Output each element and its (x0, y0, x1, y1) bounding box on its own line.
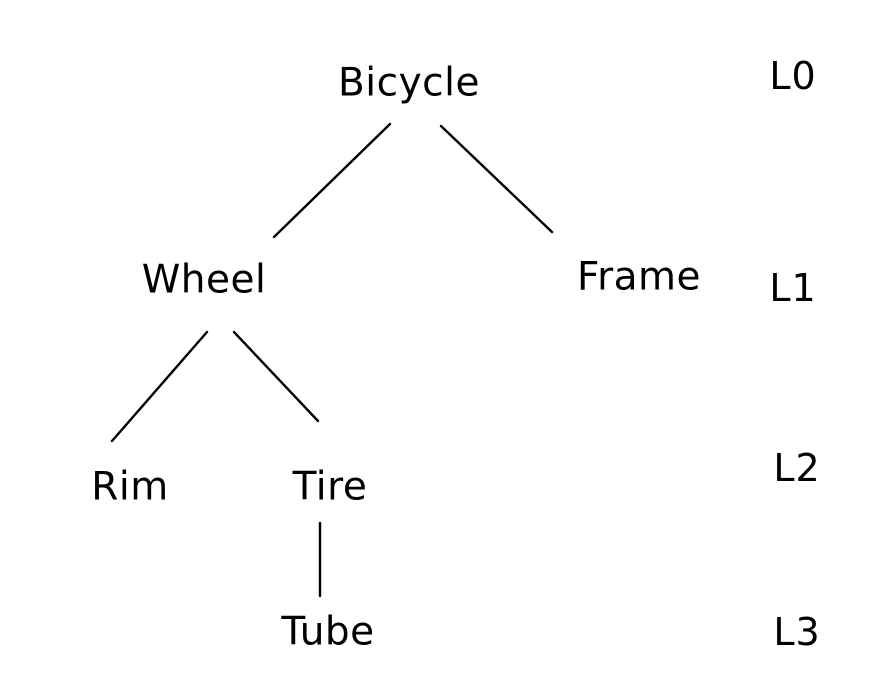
level-label-l2: L2 (773, 446, 821, 490)
tree-edge-bicycle-wheel (272, 122, 392, 239)
tree-node-wheel[interactable]: Wheel (141, 257, 267, 303)
tree-node-bicycle[interactable]: Bicycle (338, 60, 480, 106)
tree-edge-bicycle-frame (439, 124, 554, 234)
tree-node-tube[interactable]: Tube (281, 609, 375, 655)
level-label-l1: L1 (769, 266, 817, 310)
tree-node-tire[interactable]: Tire (292, 464, 368, 510)
level-label-l3: L3 (773, 610, 821, 654)
tree-node-frame[interactable]: Frame (576, 254, 702, 300)
tree-node-rim[interactable]: Rim (91, 464, 169, 510)
tree-edge-wheel-tire (232, 330, 320, 423)
level-label-l0: L0 (769, 54, 817, 98)
tree-edge-wheel-rim (110, 330, 209, 443)
